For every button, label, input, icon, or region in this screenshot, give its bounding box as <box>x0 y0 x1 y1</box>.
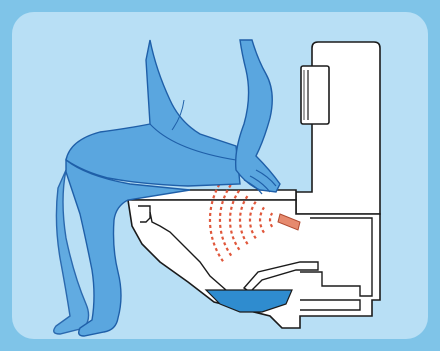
cistern-icon <box>296 42 380 214</box>
illustration-panel <box>12 12 428 339</box>
flush-button <box>301 66 329 124</box>
toilet-sensor-diagram <box>12 12 428 339</box>
